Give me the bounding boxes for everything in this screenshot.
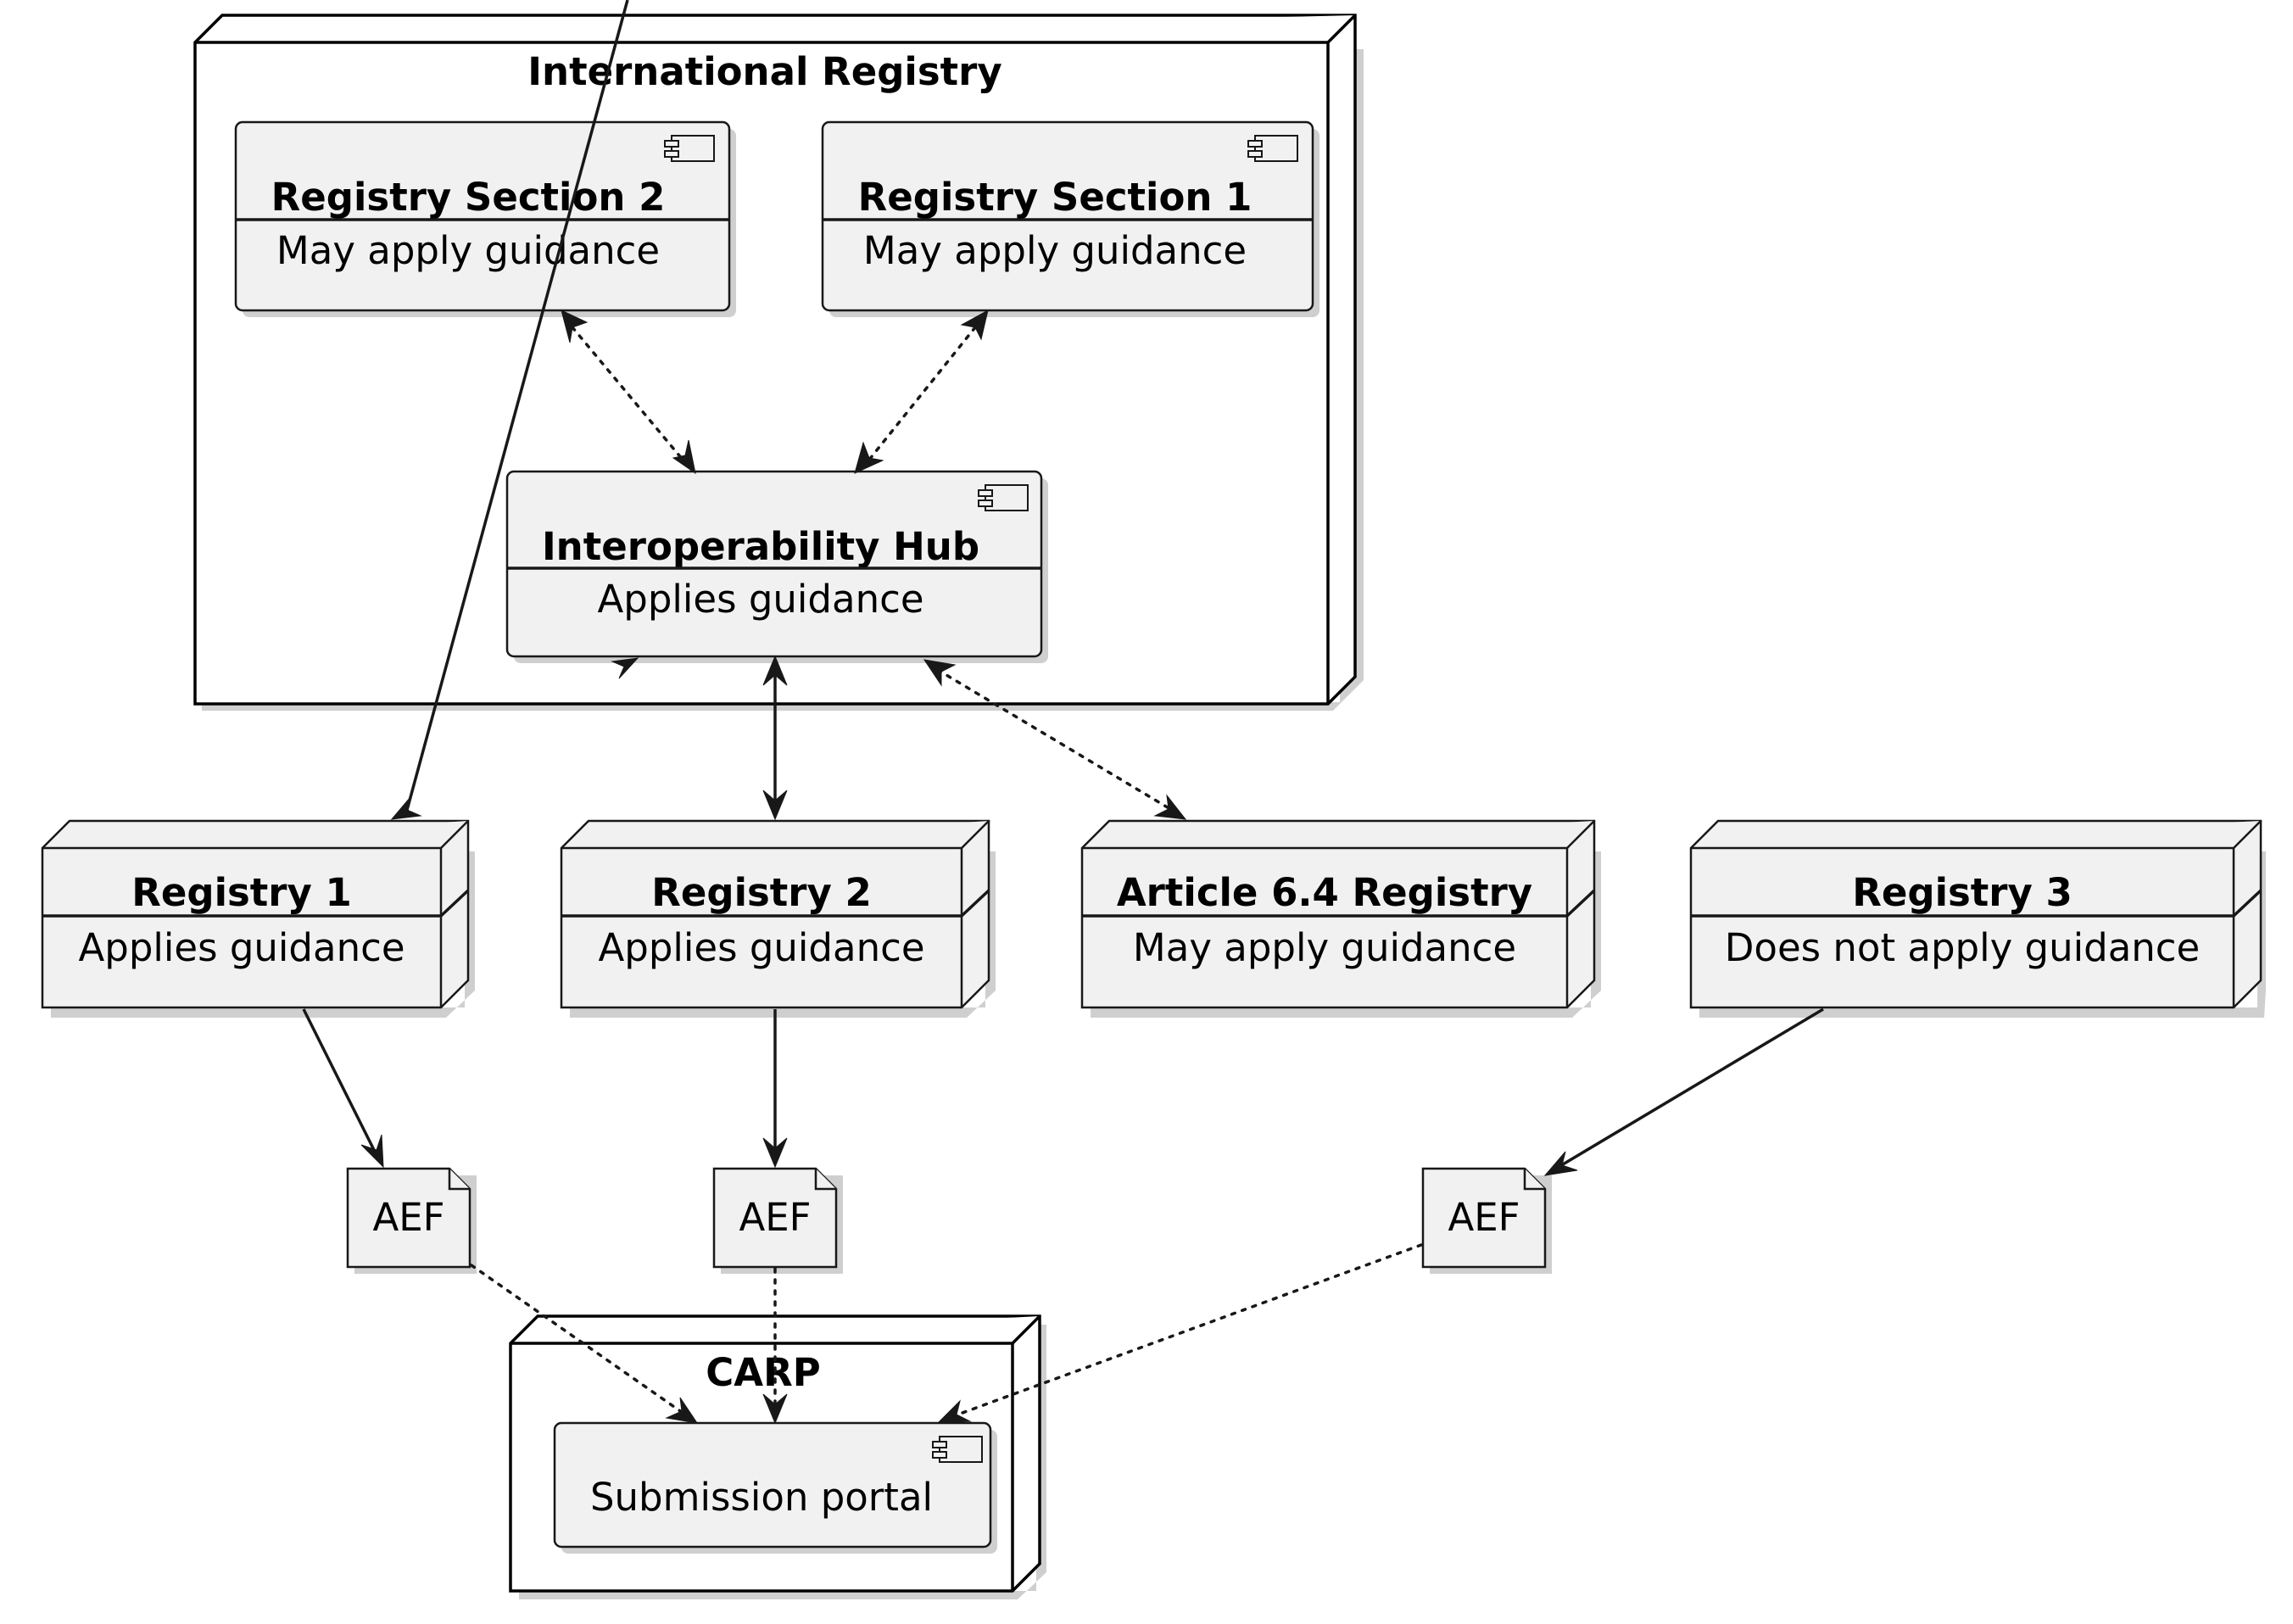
submission-portal-component: Submission portal [553,1421,997,1554]
registry-2-title: Registry 2 [651,870,872,915]
component-icon [1247,135,1298,162]
edge-section2-hub [561,310,696,475]
edge-registry1-aef1 [302,1008,384,1169]
article-6-4-registry-node: Article 6.4 Registry May apply guidance [1080,819,1601,1018]
edge-hub-registry1 [390,0,639,820]
registry-3-node: Registry 3 Does not apply guidance [1689,819,2266,1018]
interoperability-hub-component: Interoperability Hub Applies guidance [505,470,1048,663]
edge-hub-article64 [923,659,1187,820]
registry-1-title: Registry 1 [131,870,352,915]
registry-1-body: Applies guidance [78,925,404,970]
international-registry-title: International Registry [527,49,1001,94]
registry-section-2-component: Registry Section 2 May apply guidance [234,120,736,317]
registry-2-node: Registry 2 Applies guidance [560,819,996,1018]
registry-section-2-body: May apply guidance [276,228,660,273]
registry-1-node: Registry 1 Applies guidance [41,819,475,1018]
submission-portal-label: Submission portal [590,1475,933,1520]
registry-section-1-title: Registry Section 1 [858,175,1253,220]
aef-artifact-3: AEF [1421,1167,1552,1274]
component-icon [978,484,1029,511]
edge-registry2-aef2 [762,1009,788,1169]
carp-title: CARP [706,1350,820,1395]
aef-artifact-1: AEF [346,1167,477,1274]
edge-registry3-aef3 [1543,1007,1824,1176]
registry-3-title: Registry 3 [1852,870,2073,915]
interoperability-hub-title: Interoperability Hub [542,524,979,569]
aef-2-label: AEF [739,1195,811,1240]
registry-2-body: Applies guidance [598,925,924,970]
component-icon [932,1436,983,1463]
aef-1-label: AEF [372,1195,444,1240]
interoperability-hub-body: Applies guidance [597,577,923,622]
registry-3-body: Does not apply guidance [1725,925,2200,970]
edge-aef2-portal [762,1267,788,1425]
edge-hub-registry2 [762,655,788,821]
article-6-4-registry-body: May apply guidance [1133,925,1516,970]
aef-3-label: AEF [1448,1195,1520,1240]
registry-section-1-body: May apply guidance [863,228,1247,273]
edge-aef3-portal [936,1243,1423,1424]
component-icon [664,135,715,162]
registry-section-2-title: Registry Section 2 [271,175,666,220]
registry-section-1-component: Registry Section 1 May apply guidance [821,120,1319,317]
article-6-4-registry-title: Article 6.4 Registry [1117,870,1532,915]
edge-section1-hub [854,310,989,474]
aef-artifact-2: AEF [712,1167,843,1274]
edge-aef1-portal [470,1264,699,1424]
